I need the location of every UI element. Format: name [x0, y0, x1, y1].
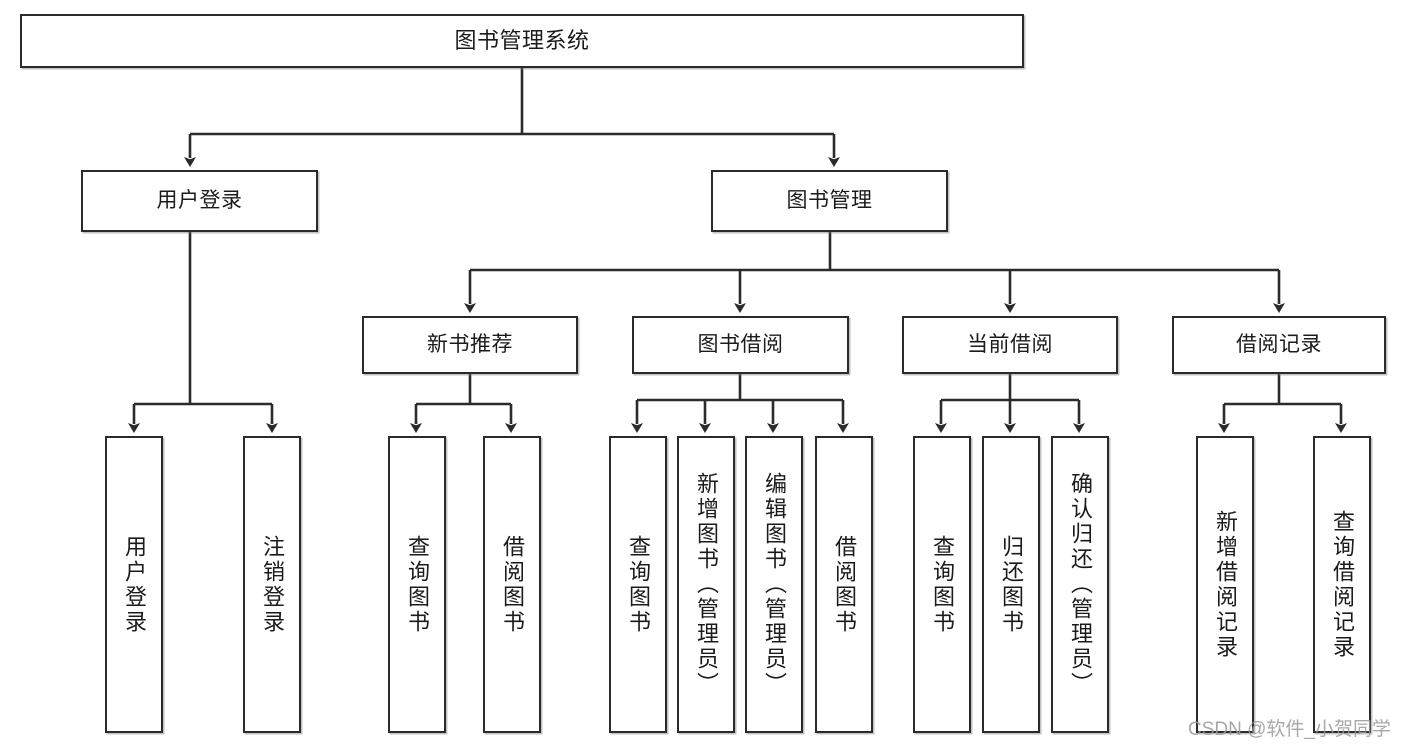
node-leaf-newbook-query-book[interactable]: 查询图书 [388, 436, 446, 733]
node-book-management-label: 图书管理 [786, 188, 873, 212]
node-leaf-logout[interactable]: 注销登录 [243, 436, 301, 733]
node-leaf-current-confirm-return[interactable]: 确认归还（管理员） [1051, 436, 1109, 733]
node-leaf-borrow-query-book-label: 查询图书 [625, 534, 651, 635]
node-borrow-records[interactable]: 借阅记录 [1172, 316, 1386, 374]
node-root[interactable]: 图书管理系统 [20, 14, 1024, 68]
node-leaf-borrow-add-book-label: 新增图书（管理员） [693, 472, 719, 697]
node-leaf-logout-label: 注销登录 [259, 534, 285, 635]
node-leaf-newbook-query-book-label: 查询图书 [404, 534, 430, 635]
node-book-borrow-label: 图书借阅 [697, 332, 784, 356]
node-leaf-borrow-borrow-book-label: 借阅图书 [831, 534, 857, 635]
node-leaf-current-confirm-return-label: 确认归还（管理员） [1067, 472, 1093, 697]
node-leaf-current-query-book-label: 查询图书 [929, 534, 955, 635]
node-leaf-borrow-add-book[interactable]: 新增图书（管理员） [677, 436, 735, 733]
node-leaf-borrow-edit-book[interactable]: 编辑图书（管理员） [745, 436, 803, 733]
node-leaf-newbook-borrow-book-label: 借阅图书 [499, 534, 525, 635]
node-leaf-user-login-label: 用户登录 [121, 534, 147, 635]
node-leaf-record-query-label: 查询借阅记录 [1329, 509, 1355, 660]
node-leaf-record-add-label: 新增借阅记录 [1212, 509, 1238, 660]
node-new-book-recommend-label: 新书推荐 [427, 332, 513, 356]
node-current-borrow[interactable]: 当前借阅 [902, 316, 1118, 374]
node-leaf-record-query[interactable]: 查询借阅记录 [1313, 436, 1371, 733]
node-leaf-current-query-book[interactable]: 查询图书 [913, 436, 971, 733]
node-borrow-records-label: 借阅记录 [1236, 332, 1322, 356]
node-leaf-record-add[interactable]: 新增借阅记录 [1196, 436, 1254, 733]
node-leaf-newbook-borrow-book[interactable]: 借阅图书 [483, 436, 541, 733]
node-leaf-borrow-edit-book-label: 编辑图书（管理员） [761, 472, 787, 697]
node-current-borrow-label: 当前借阅 [967, 332, 1053, 356]
node-leaf-current-return-book[interactable]: 归还图书 [982, 436, 1040, 733]
node-leaf-current-return-book-label: 归还图书 [998, 534, 1024, 635]
node-leaf-borrow-borrow-book[interactable]: 借阅图书 [815, 436, 873, 733]
node-leaf-borrow-query-book[interactable]: 查询图书 [609, 436, 667, 733]
node-book-management[interactable]: 图书管理 [711, 170, 948, 232]
node-user-login-label: 用户登录 [156, 188, 243, 212]
node-new-book-recommend[interactable]: 新书推荐 [362, 316, 578, 374]
node-leaf-user-login[interactable]: 用户登录 [105, 436, 163, 733]
node-user-login[interactable]: 用户登录 [81, 170, 318, 232]
node-book-borrow[interactable]: 图书借阅 [632, 316, 849, 374]
node-root-label: 图书管理系统 [454, 28, 590, 54]
